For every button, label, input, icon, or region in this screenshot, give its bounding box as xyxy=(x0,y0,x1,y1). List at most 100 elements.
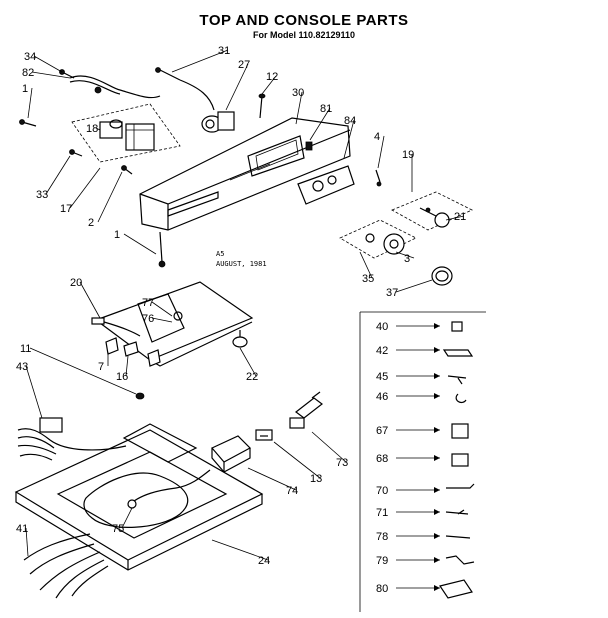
bumper-11 xyxy=(135,392,145,400)
callout-34: 34 xyxy=(24,51,36,63)
leader-line-84 xyxy=(343,119,355,159)
callout-31: 31 xyxy=(218,45,230,57)
legend-label-layer: 40 42 45 46 67 68 70 71 78 79 80 xyxy=(376,321,440,595)
callout-22: 22 xyxy=(246,371,258,383)
clip-81 xyxy=(305,141,313,151)
leader-line-33 xyxy=(45,155,71,195)
leader-line-77 xyxy=(151,301,173,317)
leader-line-22 xyxy=(239,347,257,377)
parts-legend xyxy=(359,311,486,612)
legend-arrow-71 xyxy=(434,509,440,515)
wire-harness-82 xyxy=(69,75,161,99)
leader-line-17 xyxy=(69,167,101,209)
legend-label-40: 40 xyxy=(376,321,388,333)
legend-icon-78 xyxy=(445,535,471,539)
callout-27: 27 xyxy=(238,59,250,71)
leader-line-11 xyxy=(29,347,137,395)
callout-3: 3 xyxy=(404,253,410,265)
callout-7: 7 xyxy=(98,361,104,373)
legend-label-70: 70 xyxy=(376,485,388,497)
leader-line-20 xyxy=(79,281,101,319)
legend-arrow-70 xyxy=(434,487,440,493)
legend-icon-46 xyxy=(455,393,467,404)
leader-line-24 xyxy=(211,539,269,561)
diagram-subtitle: For Model 110.82129110 xyxy=(252,30,356,40)
switch-mount-74 xyxy=(211,435,251,473)
legend-label-79: 79 xyxy=(376,555,388,567)
callout-12: 12 xyxy=(266,71,278,83)
screw-31 xyxy=(155,67,215,111)
leader-line-21 xyxy=(445,215,465,221)
callout-41: 41 xyxy=(16,523,28,535)
legend-icon-67 xyxy=(451,423,469,439)
screw-1-upper xyxy=(19,119,37,127)
legend-arrow-78 xyxy=(434,533,440,539)
callout-75: 75 xyxy=(112,523,124,535)
leader-line-4 xyxy=(377,135,385,169)
cabinet-top-24 xyxy=(14,423,264,571)
legend-icon-71 xyxy=(445,509,469,515)
top-lid-20 xyxy=(91,281,254,367)
callout-43: 43 xyxy=(16,361,28,373)
legend-label-78: 78 xyxy=(376,531,388,543)
callout-33: 33 xyxy=(36,189,48,201)
leader-line-2 xyxy=(97,171,123,223)
callout-16: 16 xyxy=(116,371,128,383)
callout-35: 35 xyxy=(362,273,374,285)
leader-line-30 xyxy=(295,91,303,125)
legend-label-71: 71 xyxy=(376,507,388,519)
legend-arrow-45 xyxy=(434,373,440,379)
screw-1-lower xyxy=(158,231,166,268)
leader-line-73 xyxy=(311,431,347,463)
leader-line-12 xyxy=(261,75,277,95)
callout-24: 24 xyxy=(258,555,270,567)
callout-2: 2 xyxy=(88,217,94,229)
legend-label-80: 80 xyxy=(376,583,388,595)
callout-21: 21 xyxy=(454,211,466,223)
callout-77: 77 xyxy=(142,297,154,309)
legend-icon-79 xyxy=(445,555,475,565)
callout-19: 19 xyxy=(402,149,414,161)
leader-line-18 xyxy=(95,127,101,131)
screw-33 xyxy=(69,149,83,157)
legend-arrow-40 xyxy=(434,323,440,329)
callout-layer: 3482131271230818441918331721213353720777… xyxy=(16,45,466,567)
knob-panel-84 xyxy=(297,165,355,205)
leader-line-1 xyxy=(123,233,157,255)
leader-line-35 xyxy=(359,251,373,279)
callout-4: 4 xyxy=(374,131,380,143)
callout-18: 18 xyxy=(86,123,98,135)
leader-line-1 xyxy=(27,87,33,119)
lid-switch-73 xyxy=(289,391,323,429)
harness-43 xyxy=(17,417,127,461)
callout-1: 1 xyxy=(22,83,28,95)
timer-bracket-18 xyxy=(71,103,181,163)
legend-icon-45 xyxy=(447,375,467,385)
legend-label-68: 68 xyxy=(376,453,388,465)
legend-label-46: 46 xyxy=(376,391,388,403)
wire-75 xyxy=(127,469,211,509)
leader-line-76 xyxy=(151,317,173,323)
legend-icon-68 xyxy=(451,453,469,467)
leader-line-3 xyxy=(395,251,415,259)
callout-17: 17 xyxy=(60,203,72,215)
legend-label-45: 45 xyxy=(376,371,388,383)
callout-73: 73 xyxy=(336,457,348,469)
leader-line-16 xyxy=(125,355,129,377)
legend-arrow-67 xyxy=(434,427,440,433)
callout-1: 1 xyxy=(114,229,120,241)
button-4 xyxy=(375,169,382,187)
callout-11: 11 xyxy=(20,343,31,355)
console-panel-30 xyxy=(139,117,351,231)
diagram-title: TOP AND CONSOLE PARTS xyxy=(199,12,409,29)
leader-line-74 xyxy=(247,467,297,491)
leader-line-41 xyxy=(25,527,29,557)
legend-icon-80 xyxy=(439,579,473,599)
leader-line-31 xyxy=(171,49,229,73)
callout-74: 74 xyxy=(286,485,298,497)
callout-37: 37 xyxy=(386,287,398,299)
legend-label-42: 42 xyxy=(376,345,388,357)
legend-icon-70 xyxy=(446,483,475,489)
legend-label-67: 67 xyxy=(376,425,388,437)
